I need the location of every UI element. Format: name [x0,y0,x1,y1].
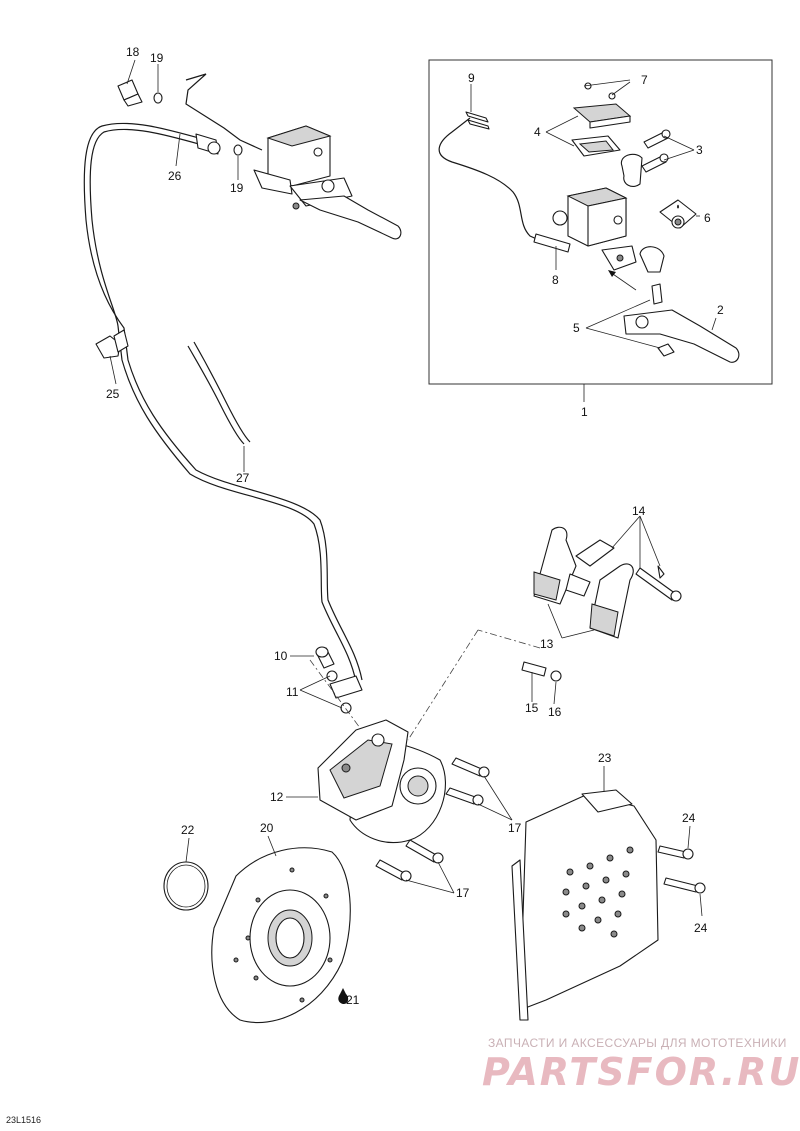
callout-9: 9 [468,71,475,85]
callout-1: 1 [581,405,588,419]
sight-glass [659,199,697,229]
callout-23: 23 [598,751,612,765]
shield-bolt-lower [663,877,706,894]
brake-caliper [317,719,446,844]
push-rod [651,283,663,305]
callout-26: 26 [168,169,182,183]
callout-4: 4 [534,125,541,139]
watermark-logo: PARTSFOR.RU [482,1050,800,1094]
callout-15: 15 [525,701,539,715]
callout-24-lower: 24 [694,921,708,935]
washer-lower [233,144,243,156]
reservoir-cap [571,103,632,157]
callout-3: 3 [696,143,703,157]
callout-21: 21 [346,993,360,1007]
brake-lever-kit [623,309,740,363]
callout-5: 5 [573,321,580,335]
clamp [620,153,643,187]
washer-top [153,92,163,104]
grease-icon [338,988,349,1004]
callout-12: 12 [270,790,284,804]
master-cylinder [533,187,637,271]
callout-6: 6 [704,211,711,225]
hose-protector [187,341,251,445]
mount-bolts-upper [445,757,490,806]
callout-20: 20 [260,821,274,835]
handlebar-master-cylinder [253,125,402,240]
callout-13: 13 [540,637,554,651]
caliper-washer-a [326,670,338,682]
callout-22: 22 [181,823,195,837]
boot [639,246,665,273]
bleeder-cap [550,670,562,682]
caliper-banjo-bolt [315,646,335,669]
callout-19-lower: 19 [230,181,244,195]
heat-shield [511,789,659,1021]
callout-25: 25 [106,387,120,401]
callout-18: 18 [126,45,140,59]
brake-hose [83,122,363,683]
callout-11: 11 [286,685,299,699]
nut [657,343,675,357]
switch-wire [438,111,549,245]
callout-17-upper: 17 [508,821,522,835]
pad-pin [635,565,682,602]
kit-frame [428,59,773,385]
document-id: 23L1516 [6,1115,42,1125]
callout-2: 2 [717,303,724,317]
o-ring [163,861,209,911]
callout-27: 27 [236,471,250,485]
cap-screw-b [608,92,616,100]
callout-16: 16 [548,705,562,719]
callout-17-lower: 17 [456,886,470,900]
watermark-tagline: ЗАПЧАСТИ И АКСЕССУАРЫ ДЛЯ МОТОТЕХНИКИ [488,1036,787,1050]
bleeder-screw [521,661,547,677]
banjo-bolt [117,79,143,107]
brake-disc [211,847,351,1024]
clamp-bolts [641,129,671,173]
mount-bolts-lower [375,839,444,882]
callout-19-top: 19 [150,51,164,65]
callout-10: 10 [274,649,288,663]
callout-14: 14 [632,504,646,518]
shield-bolt-upper [657,845,694,860]
pad-spring [575,539,615,567]
callout-24-upper: 24 [682,811,696,825]
brake-pads [533,526,634,639]
callout-7: 7 [641,73,648,87]
callout-8: 8 [552,273,559,287]
